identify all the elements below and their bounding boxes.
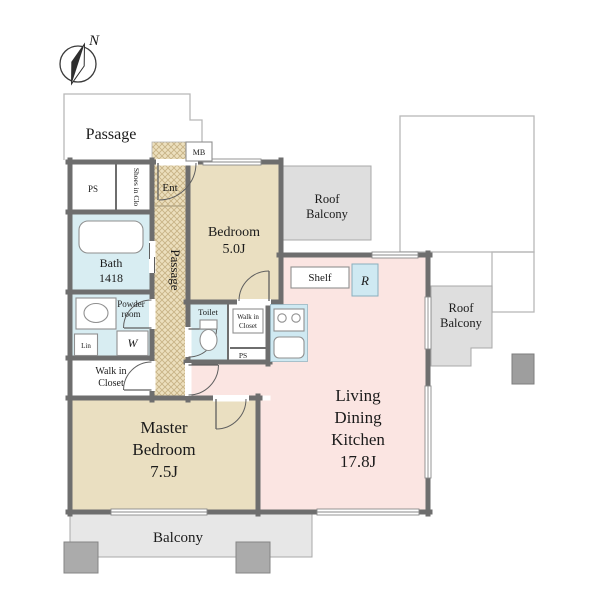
wash-basin-icon [83,302,109,324]
fixtures [73,141,379,362]
ldk-size-label: 17.8J [340,452,377,471]
master-bedroom-fill [72,400,256,510]
roof-balcony-right-label-1: Roof [449,301,475,315]
doors [123,162,270,430]
window-bedroom-top [202,158,262,166]
kitchen-sink-icon [273,336,305,359]
linen-label: Lin [81,342,91,350]
walk-in-closet-door [123,361,152,391]
meter-box [185,141,213,162]
window-ldk-right-lower [424,385,432,479]
balcony-label: Balcony [153,530,203,546]
terrace-outline-large [399,115,535,253]
stove-burner-icon [291,313,301,323]
walk-in-closet-small-label-1: Walk in [237,313,259,321]
ldk-door [188,364,219,396]
window-ldk-bottom [316,508,420,516]
bath-sliding-door [149,243,155,273]
powder-room-door [123,299,152,329]
window-ldk-right-upper [424,296,432,350]
bathtub-icon [78,220,144,254]
meter-box-label: MB [193,148,205,157]
balcony-column-right [235,541,271,574]
north-label: N [88,33,100,49]
room-fills [72,141,426,510]
roof-balcony-right-fill [430,285,493,367]
shelf-box [290,266,350,289]
terrace-outline-small [491,251,535,313]
ldk-label-1: Living [335,386,381,405]
walk-in-closet-small-label-2: Closet [239,322,257,330]
roof-balcony-right: Roof Balcony [430,285,493,367]
walk-in-closet-small-box [232,308,264,334]
labels: Passage MB Ent Passage Shoes in Clo PS B… [81,126,385,481]
shoes-closet-label: Shoes in Clo [132,168,141,207]
roof-balcony-top-label-2: Balcony [306,207,348,221]
bedroom-label: Bedroom [208,225,260,240]
balcony: Balcony [63,513,313,574]
powder-room-label-1: Powder [117,299,145,309]
ldk-label-3: Kitchen [331,430,385,449]
passage-boundary-line [63,93,203,160]
bath-label: Bath [100,256,123,270]
pipe-space-small-label: PS [239,351,247,360]
pipe-space-top-label: PS [88,184,98,194]
master-bedroom-size-label: 7.5J [150,462,178,481]
linen-cabinet-box [73,333,99,357]
balcony-column-left [63,541,99,574]
partition-walls [115,162,266,362]
master-bedroom-label-2: Bedroom [132,440,195,459]
window-master-bottom [110,508,208,516]
bedroom-size-label: 5.0J [223,242,247,257]
site-outlines [63,93,535,385]
entrance-porch-fill [151,141,187,161]
roof-balcony-top-label-1: Roof [315,192,341,206]
bedroom-door [238,270,270,302]
powder-room-label-2: room [122,309,141,319]
walk-in-closet-label-2: Closet [98,378,124,389]
hallway-fill [154,164,186,396]
compass-icon: N [59,33,100,86]
bath-size-label: 1418 [99,271,123,285]
roof-balcony-top-fill [282,165,372,241]
washer-label: W [128,336,139,350]
toilet-label: Toilet [198,307,218,317]
entrance-door [157,162,197,201]
ldk-fill-strip [260,400,284,510]
ldk-fill-main [283,257,426,510]
refrigerator-box [351,263,379,297]
refrigerator-label: R [360,273,369,288]
ldk-fill-nook [190,364,284,396]
ldk-label-2: Dining [334,408,382,427]
service-block [511,353,535,385]
hallway-label: Passage [168,249,183,290]
master-bedroom-label-1: Master [140,418,188,437]
passage-label: Passage [86,126,137,143]
washer-box [116,330,149,357]
toilet-tank-icon [199,319,218,330]
bedroom-fill [190,164,279,300]
shelf-label: Shelf [308,272,332,284]
entrance-label: Ent [162,182,177,194]
walk-in-closet-label-1: Walk in [95,366,126,377]
roof-balcony-top: Roof Balcony [282,165,372,241]
window-ldk-top [371,251,419,259]
roof-balcony-right-label-2: Balcony [440,316,482,330]
toilet-bowl-icon [199,328,218,352]
north-needle-icon [70,42,86,86]
windows [110,158,432,516]
stove-burner-icon [277,313,287,323]
master-bedroom-door [215,398,247,430]
door-gaps [149,159,271,402]
